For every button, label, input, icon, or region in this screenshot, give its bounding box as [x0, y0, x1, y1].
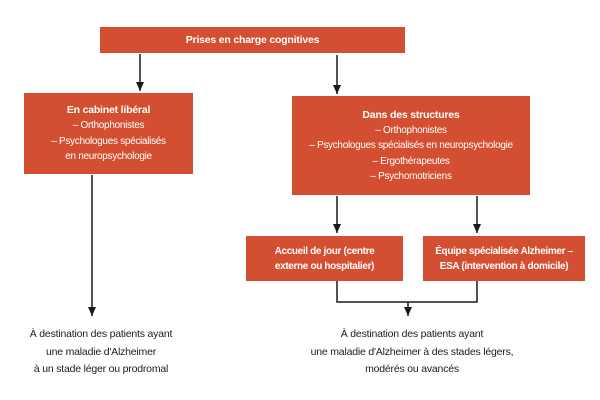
- accueil-de-jour-box: Accueil de jour (centre externe ou hospi…: [246, 236, 403, 281]
- structures-item: – Psychologues spécialisés en neuropsych…: [309, 140, 513, 151]
- right-destination-note: À destination des patients ayant une mal…: [310, 328, 514, 375]
- esa-box: Équipe spécialisée Alzheimer – ESA (inte…: [423, 236, 585, 281]
- accueil-de-jour-label: Accueil de jour (centre externe ou hospi…: [274, 245, 375, 272]
- left-destination-note: À destination des patients ayant une mal…: [29, 328, 173, 375]
- merge-bracket: [336, 280, 478, 303]
- root-box-title: Prises en charge cognitives: [185, 34, 320, 46]
- structures-item: – Orthophonistes: [375, 124, 447, 136]
- structures-box: Dans des structures – Orthophonistes – P…: [292, 96, 530, 195]
- cabinet-liberal-box: En cabinet libéral – Orthophonistes – Ps…: [24, 93, 193, 174]
- cabinet-liberal-item: – Orthophonistes: [72, 120, 145, 132]
- root-box-prises-en-charge: Prises en charge cognitives: [100, 27, 405, 53]
- cabinet-liberal-title: En cabinet libéral: [66, 104, 151, 117]
- structures-item: – Psychomotriciens: [370, 171, 452, 182]
- structures-item: – Ergothérapeutes: [372, 155, 450, 167]
- esa-label: Équipe spécialisée Alzheimer – ESA (inte…: [435, 245, 573, 272]
- cabinet-liberal-item: – Psychologues spécialisés en neuropsych…: [51, 135, 166, 163]
- structures-title: Dans des structures: [362, 108, 460, 121]
